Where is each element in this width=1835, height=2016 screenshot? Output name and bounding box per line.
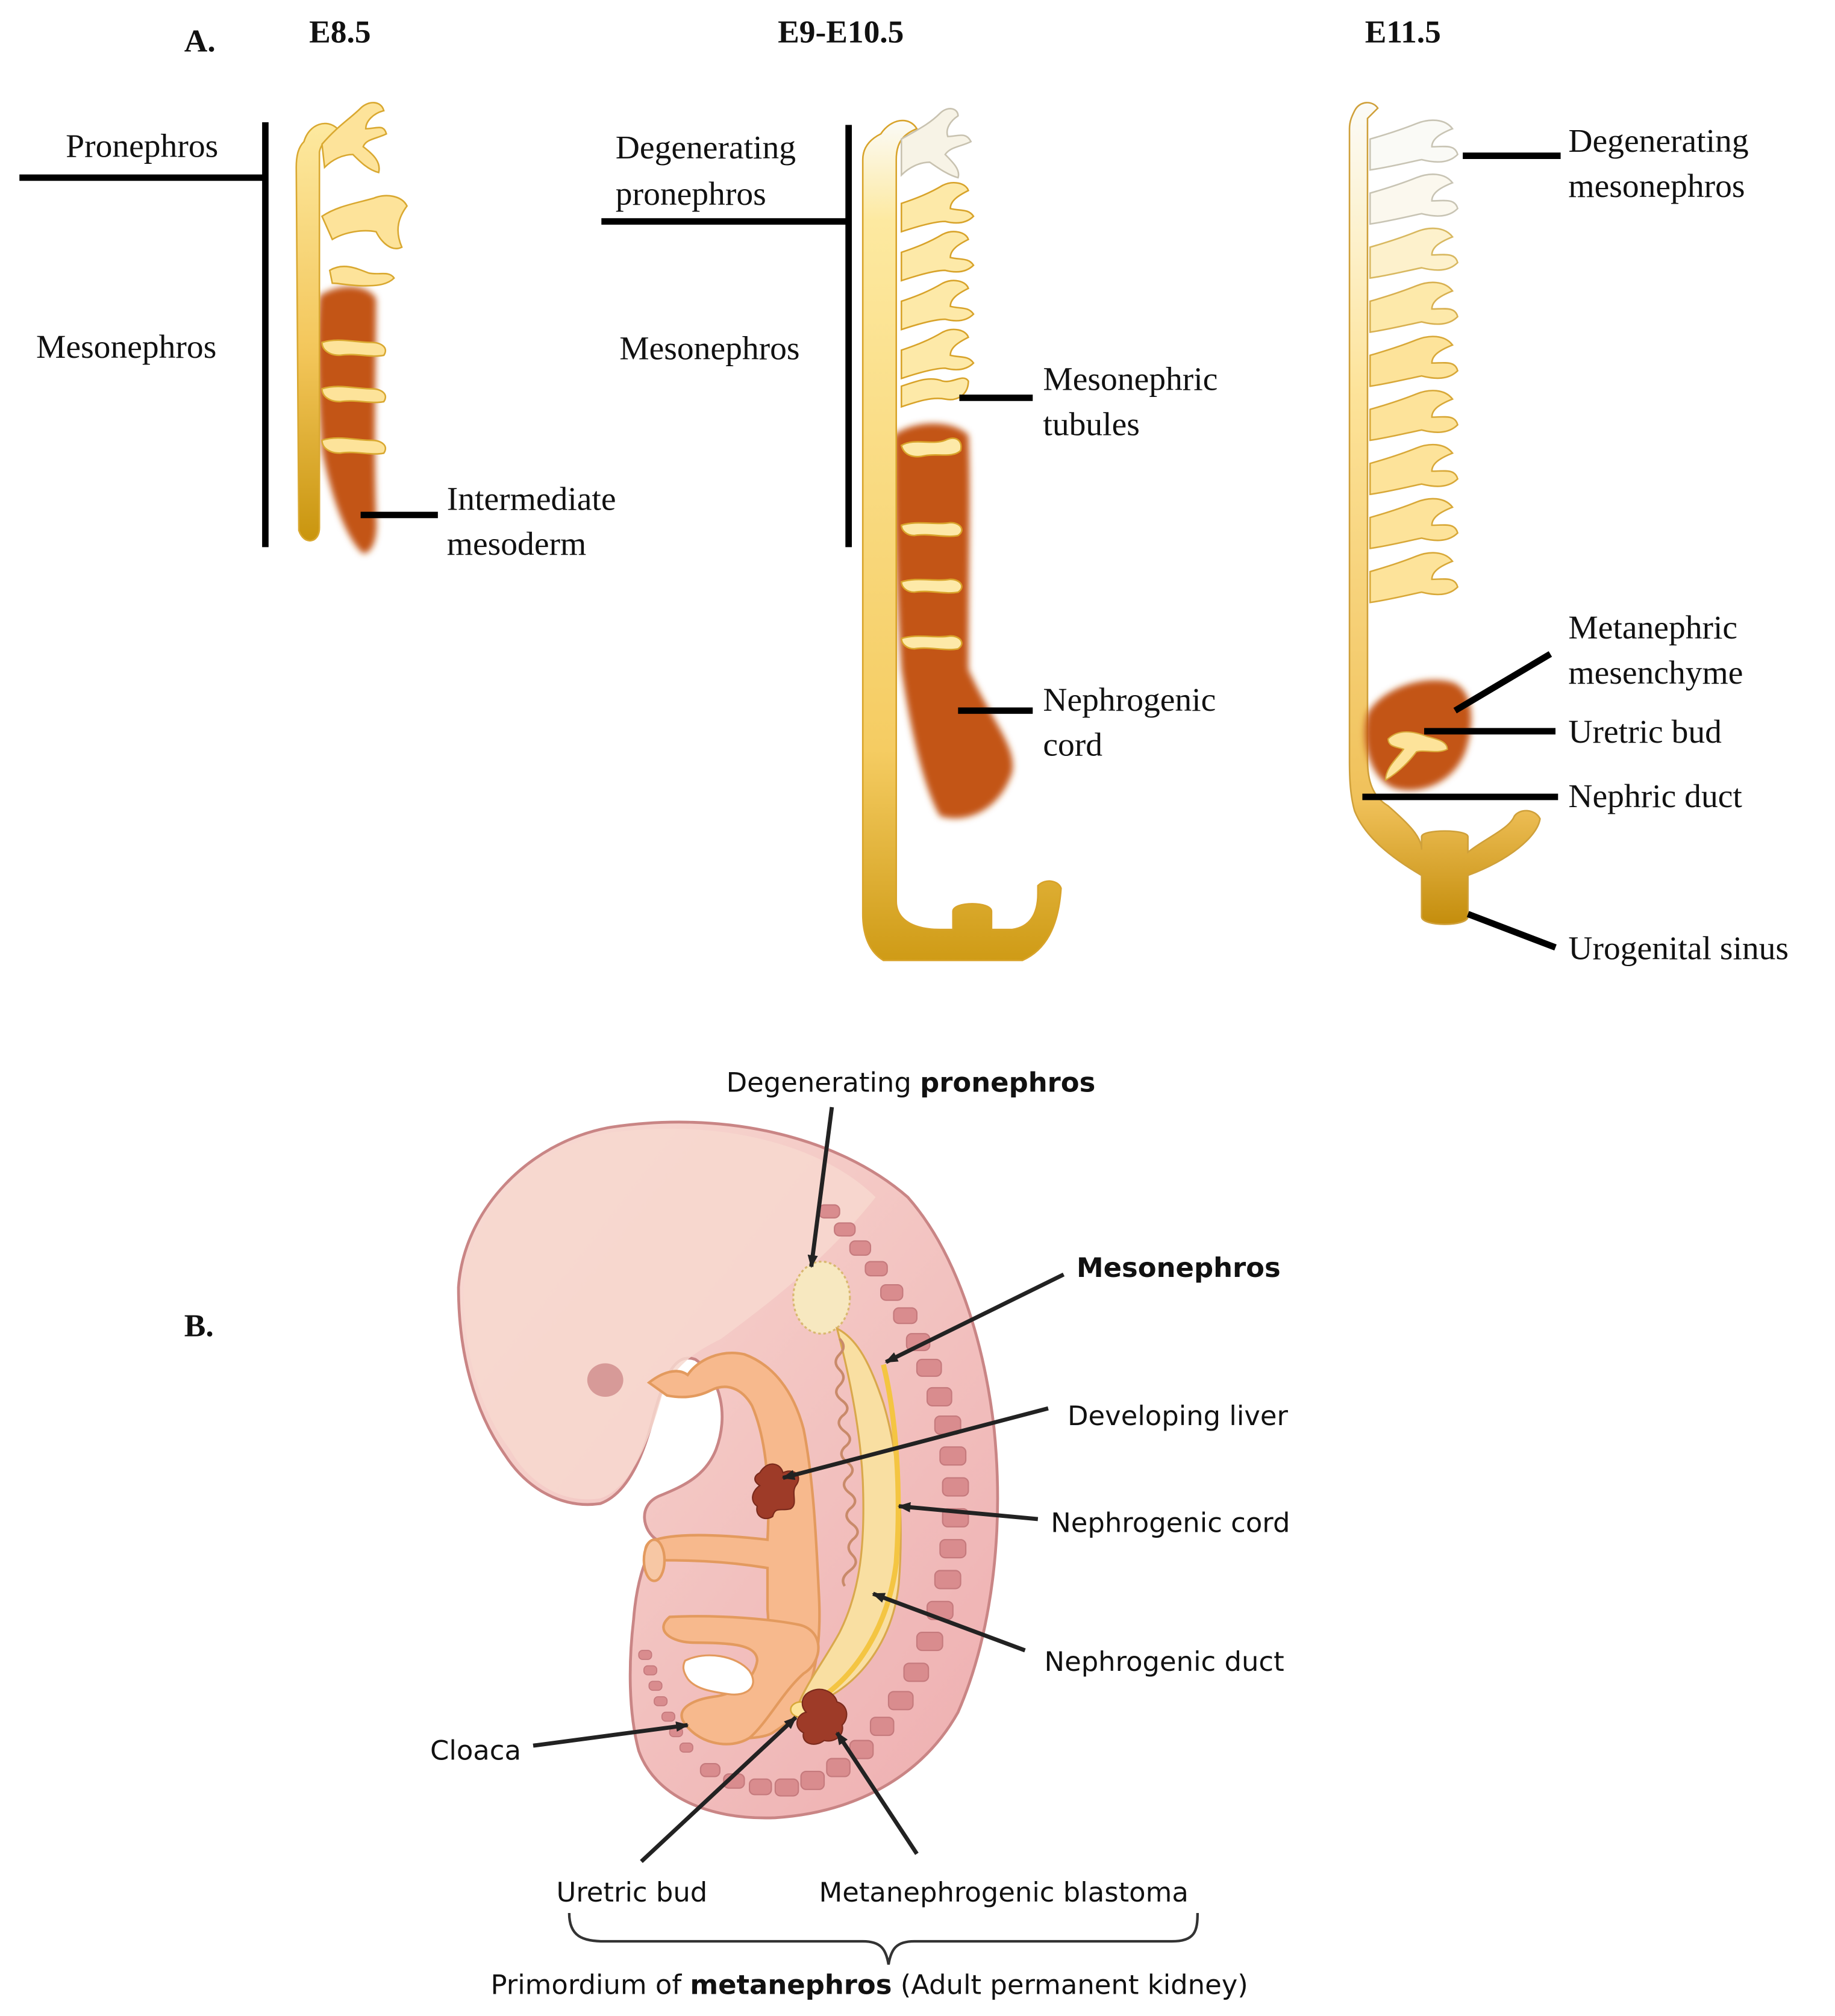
label-metanephrogenic-blastoma: Metanephrogenic blastoma: [819, 1876, 1188, 1908]
e115-label-mesenchyme: mesenchyme: [1568, 654, 1743, 691]
e115-uretric-bud: [1384, 731, 1448, 782]
e85-tubule-2: [328, 266, 395, 287]
e85-tubule-3: [321, 339, 387, 357]
e9-diagram: Degenerating pronephros Mesonephros Meso…: [601, 108, 1218, 961]
e85-pronephros-tubule: [321, 102, 387, 173]
e9-label-tubules: tubules: [1043, 405, 1139, 443]
label-metanephros-bold: metanephros: [690, 1969, 892, 2001]
stage-label-e85: E8.5: [309, 14, 370, 50]
e85-label-mesoderm: mesoderm: [447, 525, 586, 563]
e85-label-intermediate: Intermediate: [447, 480, 616, 517]
label-uretric-bud: Uretric bud: [556, 1876, 707, 1908]
degenerating-pronephros: [792, 1260, 851, 1335]
e9-label-nephrogenic: Nephrogenic: [1043, 681, 1216, 719]
e85-tubule-5: [321, 437, 387, 455]
e115-label-degenerating: Degenerating: [1568, 122, 1748, 160]
e85-label-mesonephros: Mesonephros: [36, 328, 216, 366]
e9-label-degenerating: Degenerating: [616, 129, 796, 166]
gut-opening: [642, 1538, 666, 1582]
nephric-duct: [817, 1364, 901, 1702]
e85-diagram: Pronephros Mesonephros Intermediate meso…: [19, 102, 616, 563]
label-mesonephros: Mesonephros: [1077, 1252, 1281, 1284]
label-degenerating-prefix: Degenerating: [727, 1066, 921, 1098]
e85-label-pronephros: Pronephros: [66, 128, 218, 165]
stage-label-e115: E11.5: [1365, 14, 1441, 50]
e9-label-mesonephros: Mesonephros: [619, 329, 799, 367]
panel-b-arrows: [533, 1106, 1065, 1864]
label-developing-liver: Developing liver: [1068, 1400, 1288, 1432]
panel-b-label: B.: [184, 1308, 214, 1344]
e85-tubule-1: [320, 195, 408, 249]
e115-label-nephric-duct: Nephric duct: [1568, 778, 1742, 815]
embryo-illustration: [457, 1120, 999, 1820]
e85-tubule-4: [321, 385, 387, 404]
e115-mesenchyme-leader: [1453, 651, 1552, 714]
e9-label-pronephros: pronephros: [616, 175, 766, 213]
hindgut: [662, 1615, 820, 1746]
e9-duct: [861, 119, 1062, 961]
label-primordium-suffix: (Adult permanent kidney): [892, 1969, 1248, 2001]
e115-urogenital-leader: [1466, 911, 1557, 951]
e9-nephrogenic-cord: [893, 423, 1013, 819]
e115-duct: [1348, 102, 1541, 925]
e115-label-mesonephros: mesonephros: [1568, 167, 1745, 205]
label-cloaca: Cloaca: [430, 1735, 521, 1767]
panel-a-label: A.: [184, 22, 216, 58]
e9-label-mesonephric: Mesonephric: [1043, 361, 1218, 398]
e115-label-urogenital-sinus: Urogenital sinus: [1568, 929, 1789, 967]
cloaca-cavity: [682, 1654, 754, 1696]
label-primordium-prefix: Primordium of: [490, 1969, 690, 2001]
primordium-brace: [567, 1913, 1199, 1965]
embryo-eye: [587, 1363, 624, 1397]
label-primordium: Primordium of metanephros (Adult permane…: [490, 1969, 1248, 2001]
e115-label-metanephric: Metanephric: [1568, 609, 1737, 646]
stage-label-e9-e105: E9-E10.5: [778, 14, 904, 50]
e115-diagram: Degenerating mesonephros Metanephric mes…: [1348, 102, 1789, 967]
e9-label-cord: cord: [1043, 726, 1102, 764]
embryo-head: [463, 1128, 876, 1500]
label-pronephros-bold: pronephros: [920, 1066, 1095, 1098]
label-degenerating-pronephros: Degenerating pronephros: [727, 1066, 1096, 1098]
e115-label-uretric-bud: Uretric bud: [1568, 713, 1722, 751]
e9-tubules: [900, 108, 975, 651]
metanephrogenic-blastoma: [796, 1688, 848, 1745]
label-nephrogenic-cord: Nephrogenic cord: [1051, 1506, 1290, 1538]
e115-tubules: [1369, 119, 1459, 604]
label-nephrogenic-duct: Nephrogenic duct: [1045, 1646, 1284, 1677]
e85-duct: [295, 122, 342, 542]
